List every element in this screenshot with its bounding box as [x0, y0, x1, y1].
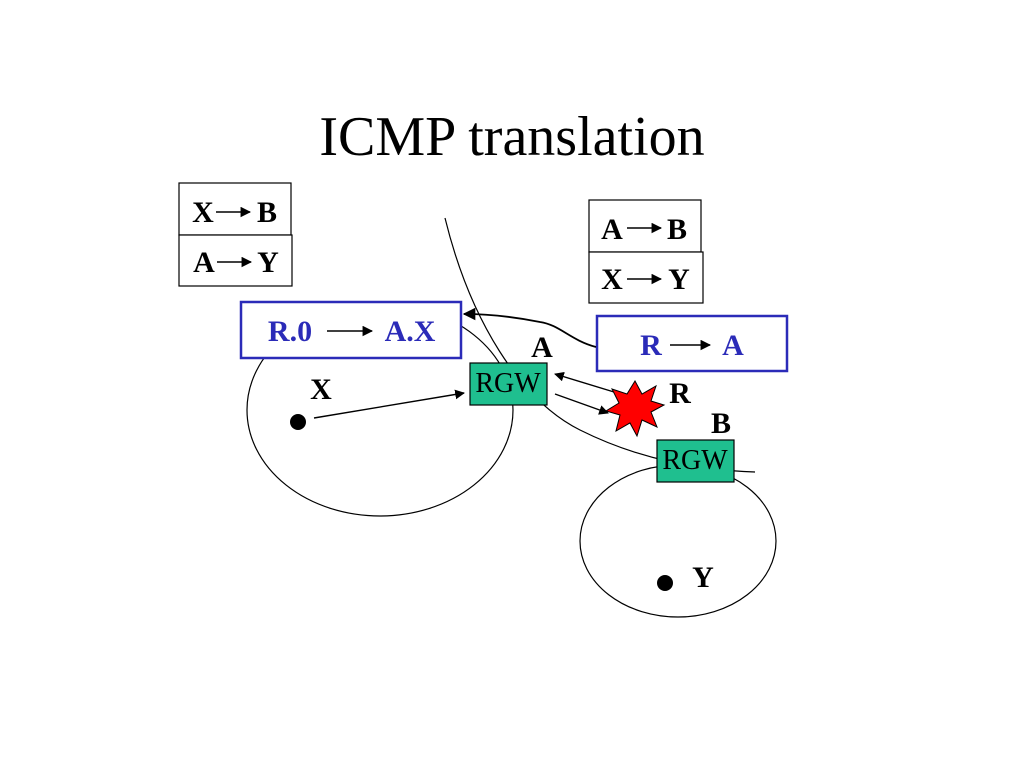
- translated-packet-border: [239, 300, 463, 360]
- rgw-a-box: [469, 362, 548, 406]
- original-packet-box: R A: [595, 314, 789, 373]
- rgw-b-label: RGW: [662, 445, 728, 476]
- table-row-left-bottom: [178, 234, 293, 287]
- right-top-from: A: [601, 213, 623, 246]
- host-y-dot: [657, 575, 673, 591]
- translated-packet-to: A.X: [385, 315, 436, 348]
- right-translation-table: A B X Y: [588, 199, 704, 304]
- host-x-dot: [290, 414, 306, 430]
- rgw-a-label: RGW: [475, 368, 541, 399]
- rgw-b-box: [656, 439, 735, 483]
- translation-curved-arrow: [462, 307, 597, 348]
- error-burst-icon: [604, 379, 666, 438]
- gateway-a-label: A: [531, 331, 553, 364]
- original-packet-from: R: [640, 329, 662, 362]
- left-top-from: X: [192, 196, 214, 229]
- left-bottom-to: Y: [257, 246, 279, 279]
- host-y-label: Y: [692, 561, 714, 594]
- right-bottom-from: X: [601, 263, 623, 296]
- table-row-left-top: [178, 182, 292, 236]
- slide-title: ICMP translation: [319, 106, 704, 168]
- left-translation-table: X B A Y: [178, 182, 293, 287]
- host-x-label: X: [310, 373, 332, 406]
- rgw-to-router-arrow: [554, 393, 609, 415]
- table-row-right-top: [588, 199, 702, 253]
- gateway-b-label: B: [711, 407, 731, 440]
- original-packet-to: A: [722, 329, 744, 362]
- table-row-right-bottom: [588, 251, 704, 304]
- network-y-ellipse: [579, 464, 777, 618]
- right-top-to: B: [667, 213, 687, 246]
- translated-packet-box: R.0 A.X: [239, 300, 463, 360]
- x-to-rgw-arrow: [313, 389, 465, 419]
- original-packet-border: [595, 314, 789, 373]
- right-bottom-to: Y: [668, 263, 690, 296]
- left-top-to: B: [257, 196, 277, 229]
- router-r-label: R: [669, 377, 691, 410]
- router-to-rgw-arrow: [554, 371, 615, 393]
- left-bottom-from: A: [193, 246, 215, 279]
- translated-packet-from: R.0: [268, 315, 312, 348]
